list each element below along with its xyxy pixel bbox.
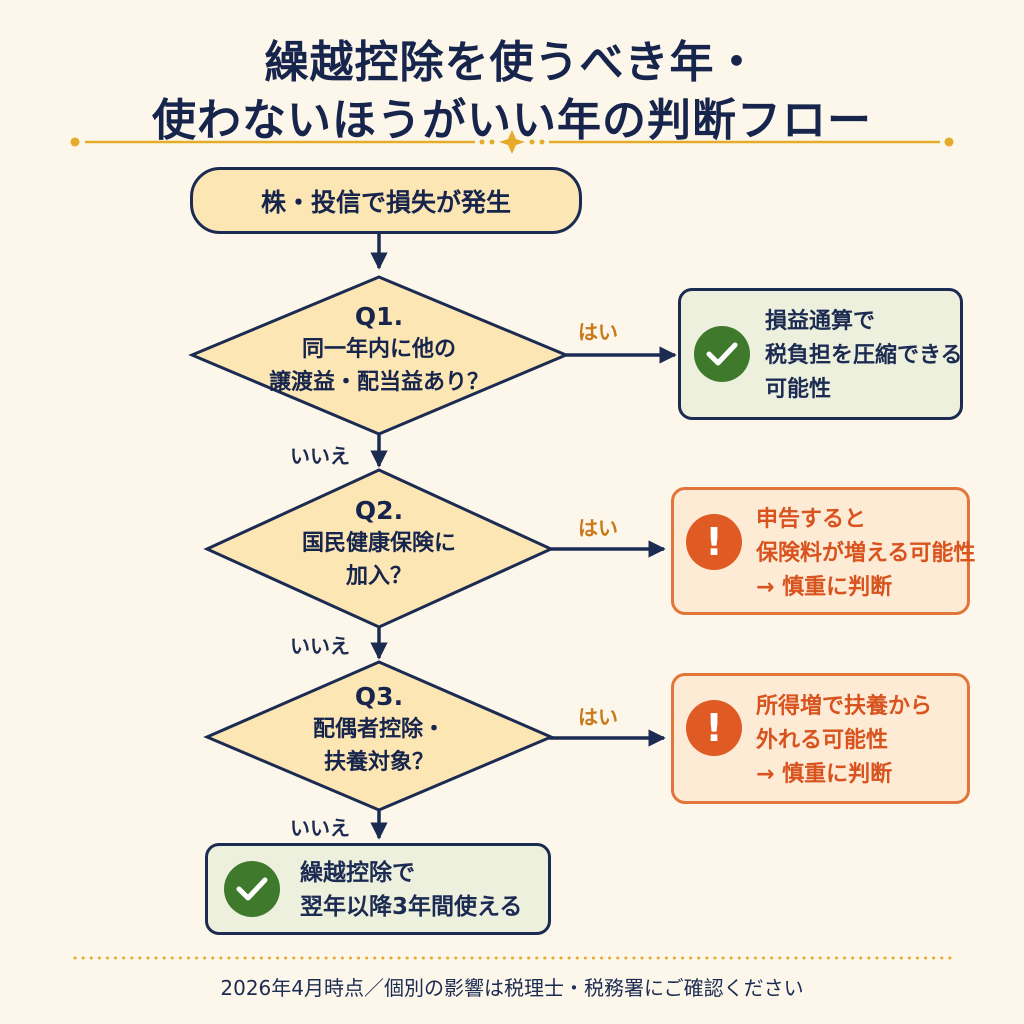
check-icon xyxy=(694,326,750,382)
exclamation-icon: ! xyxy=(686,514,742,570)
result-q2-line-2: 保険料が増える可能性 xyxy=(756,541,976,566)
result-q3-line-3: → 慎重に判断 xyxy=(756,762,893,787)
q3-line-1: 配偶者控除・ xyxy=(312,717,445,742)
result-q1-line-2: 税負担を圧縮できる xyxy=(765,343,963,368)
result-q1-line-1: 損益通算で xyxy=(765,309,876,334)
start-node: 株・投信で損失が発生 xyxy=(190,167,582,234)
q2-yes-label: はい xyxy=(578,516,618,540)
result-final: 繰越控除で 翌年以降3年間使える xyxy=(205,843,551,935)
q1-no-label: いいえ xyxy=(290,444,350,468)
q3-yes-label: はい xyxy=(578,705,618,729)
q3-line-2: 扶養対象？ xyxy=(323,750,434,775)
q2-diamond xyxy=(203,468,555,629)
q2-number: Q2. xyxy=(354,496,404,525)
check-icon xyxy=(224,861,280,917)
q1-yes-label: はい xyxy=(578,320,618,344)
result-q3-line-1: 所得増で扶養から xyxy=(756,694,933,719)
title-divider xyxy=(70,130,954,154)
q1-diamond xyxy=(188,275,570,436)
result-q1-yes: 損益通算で 税負担を圧縮できる 可能性 xyxy=(678,288,963,420)
q1-text: Q1. 同一年内に他の 譲渡益・配当益あり？ xyxy=(262,300,496,399)
q3-text: Q3. 配偶者控除・ 扶養対象？ xyxy=(262,680,496,779)
q2-line-2: 加入？ xyxy=(345,564,412,589)
q2-text: Q2. 国民健康保険に 加入？ xyxy=(262,494,496,593)
result-final-text: 繰越控除で 翌年以降3年間使える xyxy=(300,856,522,924)
exclamation-icon: ! xyxy=(686,700,742,756)
footer-note: 2026年4月時点／個別の影響は税理士・税務署にご確認ください xyxy=(220,976,804,1000)
result-final-line-1: 繰越控除で xyxy=(300,860,415,886)
q2-line-1: 国民健康保険に xyxy=(301,531,456,556)
q3-no-label: いいえ xyxy=(290,816,350,840)
page-title-line-1: 繰越控除を使うべき年・ xyxy=(264,37,760,88)
q1-line-2: 譲渡益・配当益あり？ xyxy=(268,370,489,395)
q3-diamond xyxy=(203,660,555,812)
result-q3-yes: ! 所得増で扶養から 外れる可能性 → 慎重に判断 xyxy=(671,673,970,804)
sparkle-icon xyxy=(499,130,525,154)
result-q2-yes: ! 申告すると 保険料が増える可能性 → 慎重に判断 xyxy=(671,487,975,615)
q1-line-1: 同一年内に他の xyxy=(301,337,456,362)
result-q3-line-2: 外れる可能性 xyxy=(756,728,889,753)
result-q2-text: 申告すると 保険料が増える可能性 → 慎重に判断 xyxy=(756,503,975,605)
q2-no-label: いいえ xyxy=(290,634,350,658)
result-q2-line-3: → 慎重に判断 xyxy=(756,575,893,600)
q3-number: Q3. xyxy=(354,682,404,711)
result-q3-text: 所得増で扶養から 外れる可能性 → 慎重に判断 xyxy=(756,690,932,792)
result-q1-text: 損益通算で 税負担を圧縮できる 可能性 xyxy=(765,305,963,407)
result-q2-line-1: 申告すると xyxy=(756,507,867,532)
result-final-line-2: 翌年以降3年間使える xyxy=(300,894,523,920)
q1-number: Q1. xyxy=(354,302,404,331)
result-q1-line-3: 可能性 xyxy=(765,377,832,402)
